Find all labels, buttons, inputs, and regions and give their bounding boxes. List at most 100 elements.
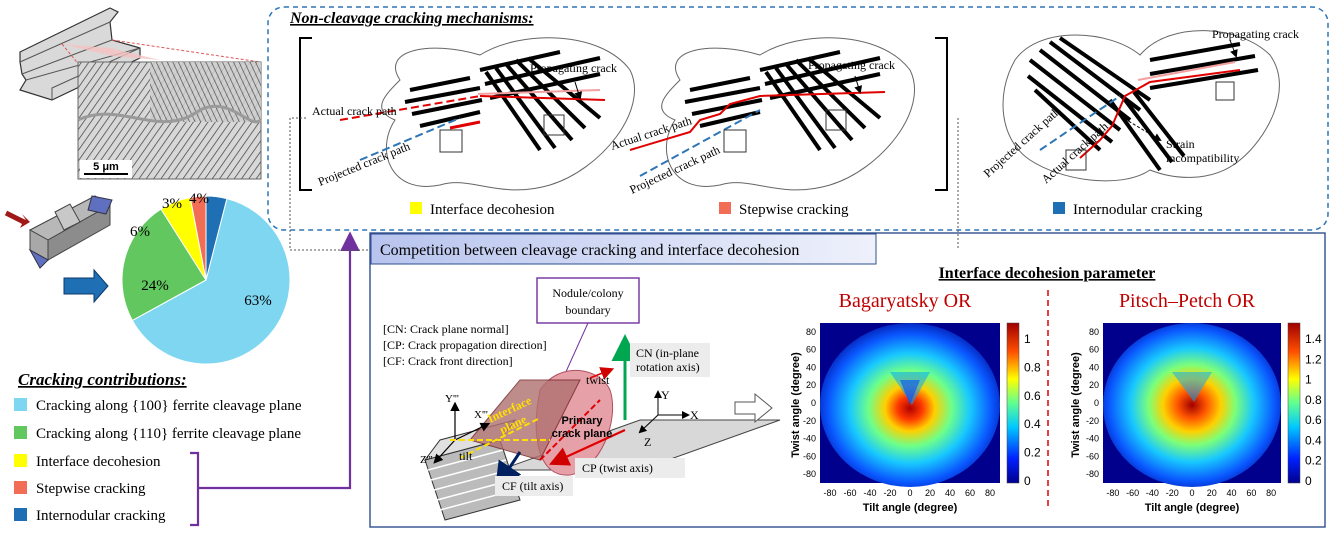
mechanism-panel-stepwise: Actual crack path Projected crack path P… [609,37,915,197]
scale-bar: 5 μm [80,160,132,178]
fracture-specimen-icon [28,195,113,269]
axis-z3-label: Z''' [420,454,433,466]
map2-colorbar-tick: 0.8 [1305,393,1322,407]
map1-ytick: -40 [803,434,816,444]
map1-xtick: 80 [985,488,995,498]
map1-ytick: -80 [803,469,816,479]
mech-swatch-interface [410,202,422,214]
pie-label-4: 4% [189,191,209,207]
tilt-label: tilt [459,449,473,463]
map1-xtick: -80 [823,488,836,498]
cn-label-2: rotation axis) [636,360,700,374]
map2-ytick: 0 [1094,398,1099,408]
map2-colorbar-tick: 0 [1305,474,1312,488]
contributions-title: Cracking contributions: [18,370,187,389]
map2-colorbar-tick: 1.4 [1305,332,1322,346]
map1-colorbar-tick: 0 [1024,474,1031,488]
mechanisms-panel [267,6,1329,231]
nodule-label-2: boundary [565,303,610,317]
mechanisms-title: Non-cleavage cracking mechanisms: [289,10,534,27]
pie-slice-0 [131,198,291,365]
p3-strain-label-2: incompatibility [1166,151,1239,165]
scale-bar-label: 5 μm [93,161,119,173]
mech-label-stepwise: Stepwise cracking [739,202,849,218]
cracking-contribution-pie [121,195,291,365]
cp-label: CP (twist axis) [582,461,653,475]
axis-z-label: Z [644,435,651,449]
legend-swatch-100 [14,398,27,411]
legend-label-100: Cracking along {100} ferrite cleavage pl… [36,398,302,414]
def-cn: [CN: Crack plane normal] [383,322,509,336]
map2-ytick: 80 [1089,327,1099,337]
map1-colorbar-tick: 0.4 [1024,417,1041,431]
axis-y3-label: Y''' [445,393,459,405]
map1-colorbar-tick: 0.6 [1024,389,1041,403]
mech-label-interface: Interface decohesion [430,202,555,218]
heatmap-bagaryatsky [820,322,1020,487]
map2-title: Pitsch–Petch OR [1119,290,1256,312]
crack-geometry-3d [423,334,781,521]
map1-colorbar-tick: 0.2 [1024,446,1041,460]
pie-slice-1 [121,208,207,322]
mechanism-panel-internodular: Projected crack path Actual crack path P… [981,27,1299,186]
p1-actual-label: Actual crack path [312,104,397,118]
map2-xtick: 20 [1207,488,1217,498]
pie-slice-4 [205,195,228,281]
mechanism-panel-interface: Actual crack path Projected crack path P… [312,37,635,191]
legend-label-stepwise: Stepwise cracking [36,481,146,497]
map2-colorbar-tick: 0.6 [1305,413,1322,427]
map2-ytick: 40 [1089,362,1099,372]
right-bracket [935,37,948,191]
right-arrow-icon [63,268,109,304]
def-cp: [CP: Crack propagation direction] [383,338,547,352]
pie-label-3: 3% [162,196,182,212]
map2-colorbar-tick: 0.2 [1305,454,1322,468]
legend-label-interface: Interface decohesion [36,454,161,470]
purple-connector [190,231,360,527]
map2-ylabel: Twist angle (degree) [1070,352,1082,458]
implies-arrow-icon [734,392,773,424]
map2-xtick: 60 [1246,488,1256,498]
map2-ytick: -20 [1086,416,1099,426]
map1-ytick: -20 [803,416,816,426]
map2-xlabel: Tilt angle (degree) [1145,502,1240,514]
pie-label-24: 24% [141,278,169,294]
nodule-label-1: Nodule/colony [552,286,623,300]
p1-propagating-label: Propagating crack [530,61,617,75]
nodule-boundary-box [536,277,640,324]
map1-title: Bagaryatsky OR [839,290,972,312]
map1-ytick: 20 [806,380,816,390]
map2-ytick: -60 [1086,451,1099,461]
map1-ylabel: Twist angle (degree) [790,352,802,458]
map1-xlabel: Tilt angle (degree) [863,502,958,514]
twist-label: twist [586,373,610,387]
axis-x-label: X [690,408,699,422]
mech-swatch-internodular [1053,202,1065,214]
param-title: Interface decohesion parameter [939,265,1156,282]
map2-ytick: 20 [1089,380,1099,390]
map2-xtick: -40 [1146,488,1159,498]
map1-ytick: 40 [806,362,816,372]
map1-colorbar-tick: 0.8 [1024,360,1041,374]
competition-header [370,233,877,265]
legend-label-internodular: Internodular cracking [36,508,166,524]
map2-ytick: -80 [1086,469,1099,479]
map1-ytick: 60 [806,345,816,355]
legend-swatch-interface [14,454,27,467]
left-bracket [299,37,312,191]
legend-swatch-internodular [14,508,27,521]
def-cf: [CF: Crack front direction] [383,354,513,368]
map1-xtick: 60 [965,488,975,498]
map1-xtick: -20 [883,488,896,498]
legend-swatch-110 [14,426,27,439]
mechanisms-legend: Interface decohesion Stepwise cracking I… [410,202,1203,218]
mech-label-internodular: Internodular cracking [1073,202,1203,218]
map2-xtick: 0 [1189,488,1194,498]
map2-colorbar-tick: 1.2 [1305,352,1322,366]
map2-xtick: -80 [1106,488,1119,498]
pie-label-63: 63% [244,293,272,309]
map2-colorbar-tick: 0.4 [1305,433,1322,447]
map2-xtick: -60 [1126,488,1139,498]
map1-xtick: 40 [945,488,955,498]
map2-colorbar-tick: 1 [1305,373,1312,387]
